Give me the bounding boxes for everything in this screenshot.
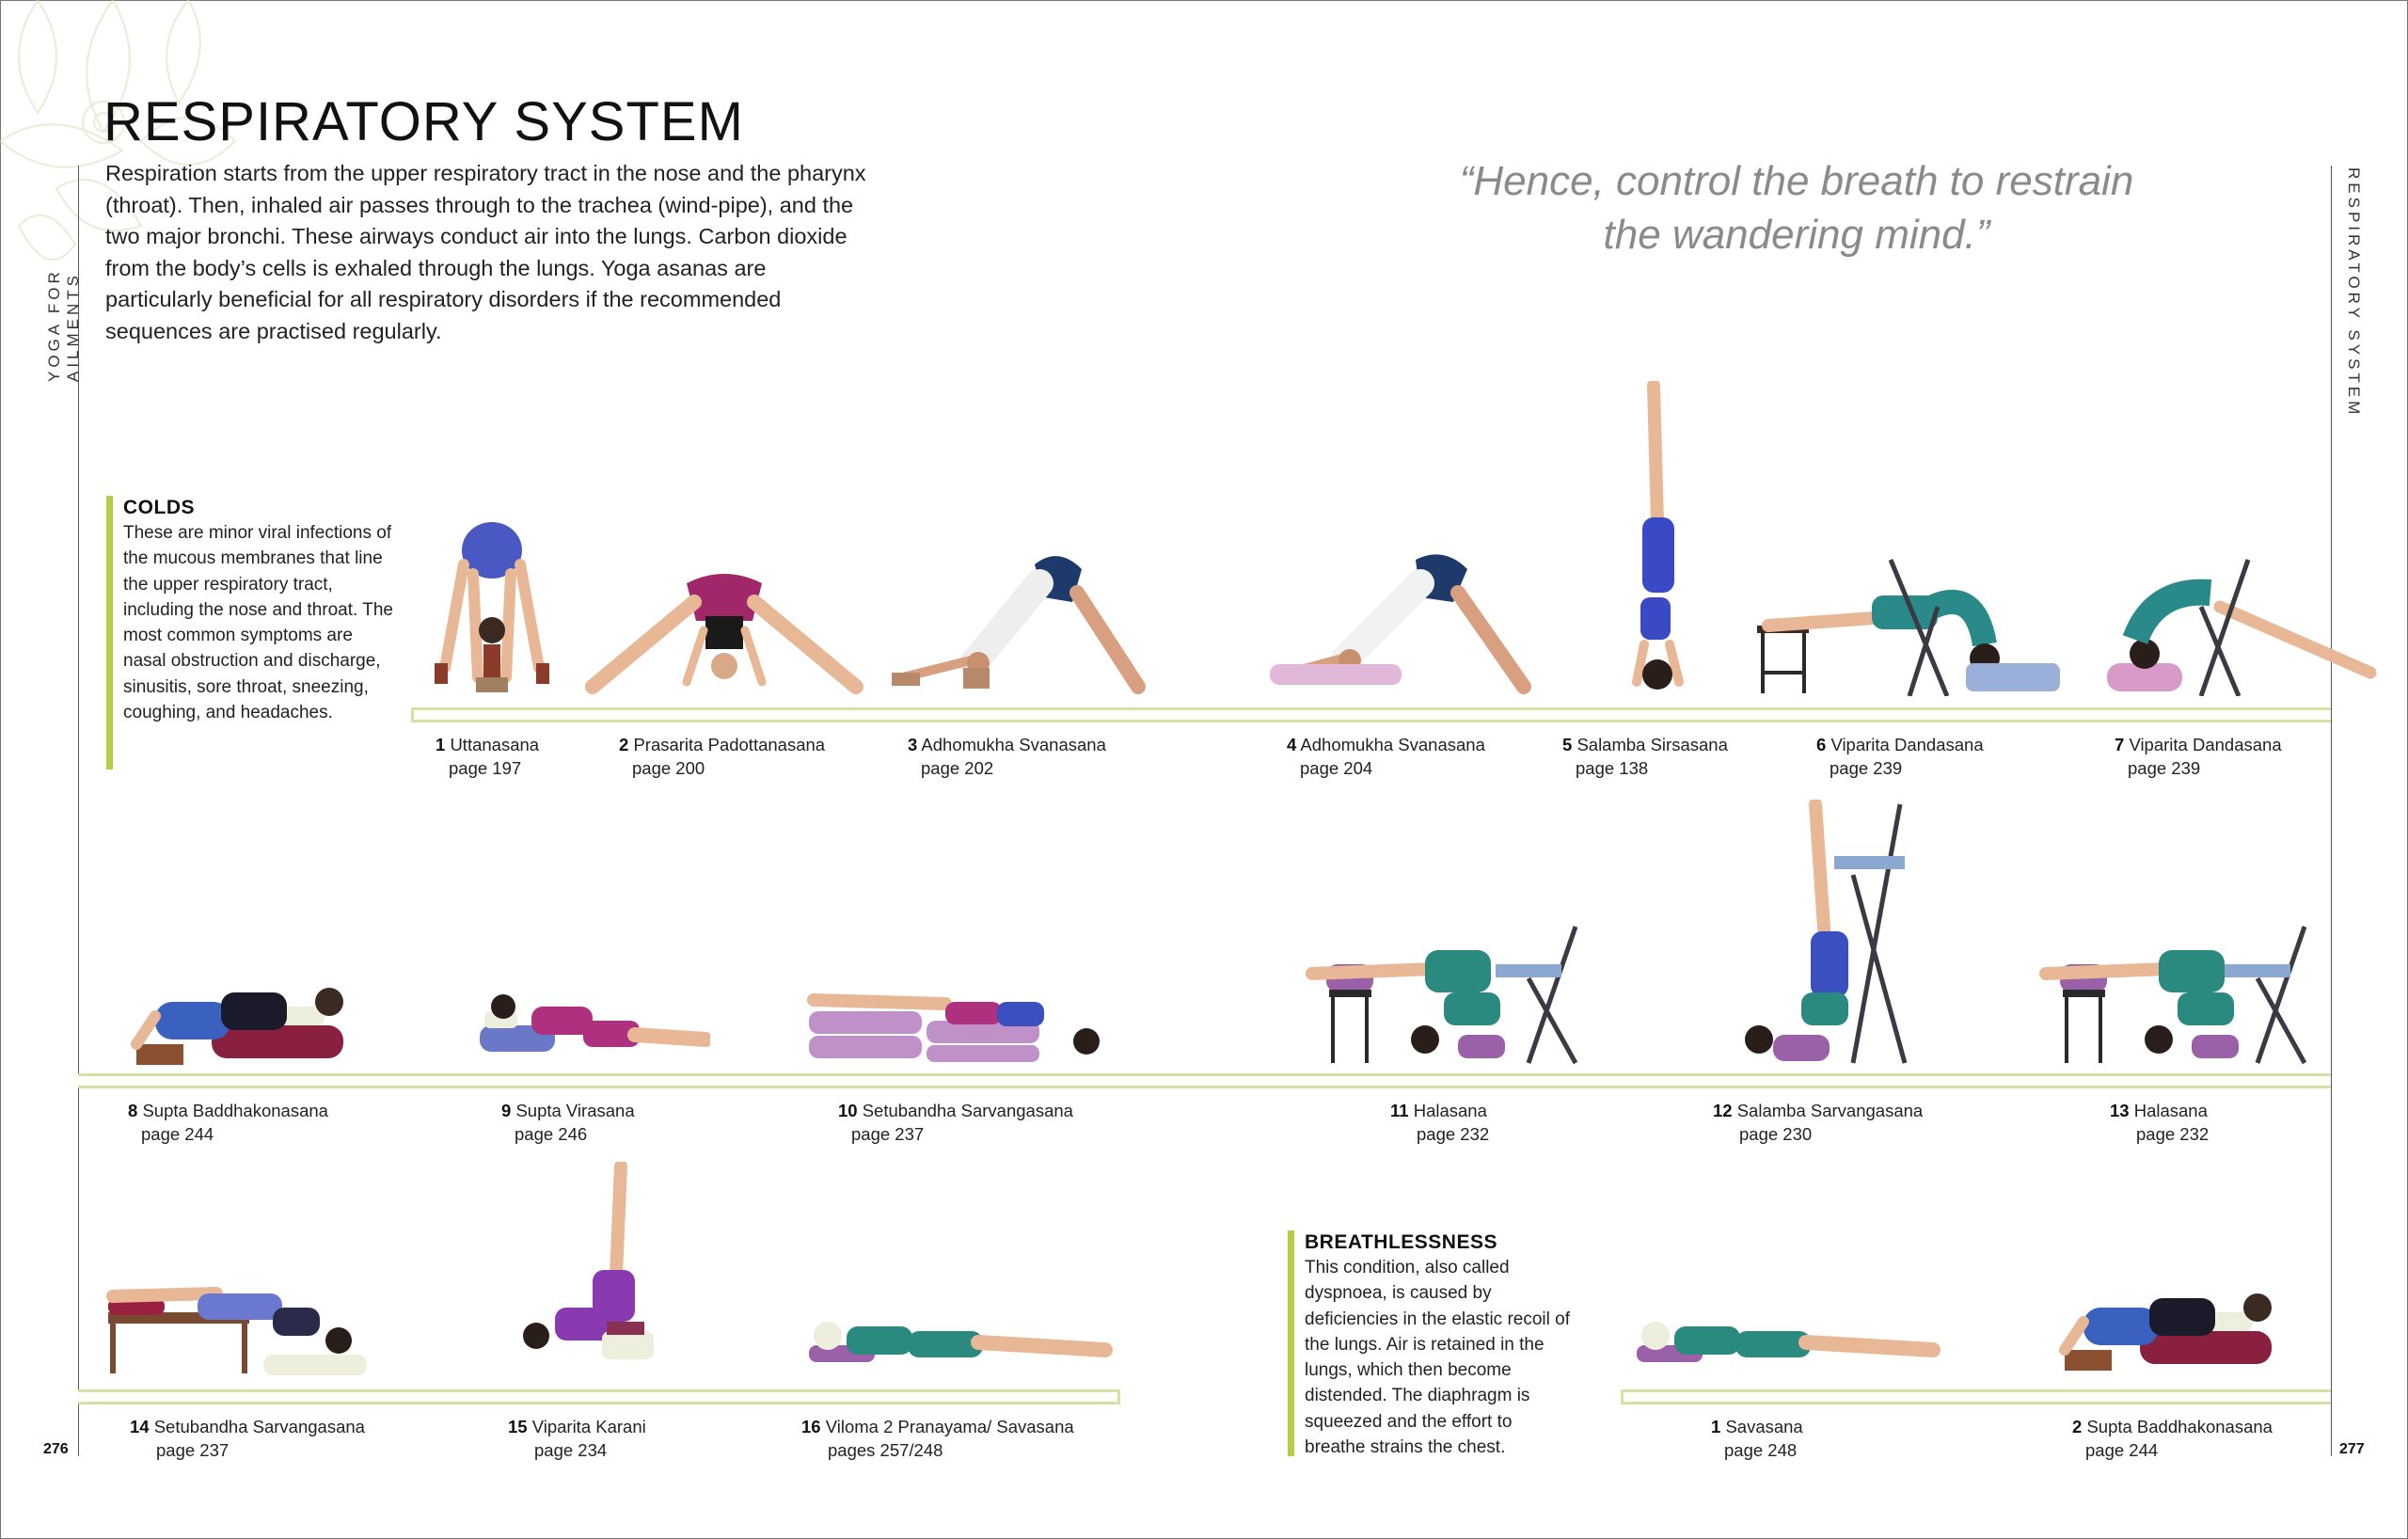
pose-figure-16-viloma-savasana: [804, 1303, 1115, 1378]
left-margin-rule: [78, 166, 79, 1456]
row3-shelf-left: [78, 1389, 1120, 1404]
colds-description: These are minor viral infections of the …: [123, 523, 393, 723]
breathlessness-pose-figure-1-savasana: [1632, 1303, 1942, 1378]
pose-figure-7-viparita-dandasana: [2098, 550, 2384, 696]
page-number-right: 277: [2339, 1441, 2365, 1457]
pose-figure-14-setubandha-sarvangasana: [103, 1270, 376, 1378]
pose-figure-6-viparita-dandasana: [1750, 550, 2079, 696]
row3-shelf-right: [1621, 1389, 2331, 1404]
mandala-ornament-icon: [0, 0, 237, 261]
running-head-right: RESPIRATORY SYSTEM: [2345, 167, 2363, 419]
pose-figure-15-viparita-karani: [513, 1162, 663, 1378]
breathlessness-section: BREATHLESSNESS This condition, also call…: [1288, 1230, 1577, 1457]
breathlessness-pose-figure-2-supta-baddhakonasana: [2055, 1275, 2281, 1378]
right-margin-rule: [2331, 166, 2332, 1456]
pose-figure-3-adhomukha-svanasana: [884, 546, 1157, 696]
pose-figure-8-supta-baddhakonasana: [127, 969, 353, 1072]
pose-figure-11-halasana: [1303, 922, 1594, 1068]
page-number-left: 276: [43, 1441, 69, 1457]
pose-figure-4-adhomukha-svanasana: [1260, 546, 1543, 696]
breathlessness-heading: BREATHLESSNESS: [1305, 1231, 1497, 1253]
pull-quote: “Hence, control the breath to restrain t…: [1411, 154, 2182, 262]
pose-figure-2-prasarita-padottanasana: [583, 564, 865, 696]
colds-heading: COLDS: [123, 497, 195, 518]
quote-line-2: the wandering mind.”: [1603, 212, 1990, 258]
pose-figure-5-salamba-sirsasana: [1618, 381, 1703, 696]
intro-paragraph: Respiration starts from the upper respir…: [105, 161, 866, 343]
breathlessness-description: This condition, also called dyspnoea, is…: [1305, 1258, 1570, 1458]
pose-figure-10-setubandha-sarvangasana: [804, 974, 1115, 1068]
colds-section: COLDS These are minor viral infections o…: [106, 496, 396, 770]
page-title: RESPIRATORY SYSTEM: [103, 91, 744, 152]
row2-shelf: [78, 1073, 2331, 1088]
pose-figure-9-supta-virasana: [475, 978, 710, 1063]
pose-figure-1-uttanasana: [421, 508, 562, 696]
pose-figure-13-halasana: [2036, 922, 2319, 1068]
quote-line-1: “Hence, control the breath to restrain: [1459, 158, 2134, 204]
row1-shelf: [411, 707, 2331, 722]
pose-figure-12-salamba-sarvangasana: [1731, 800, 1928, 1068]
running-head-left: YOGA FOR AILMENTS: [45, 268, 82, 382]
